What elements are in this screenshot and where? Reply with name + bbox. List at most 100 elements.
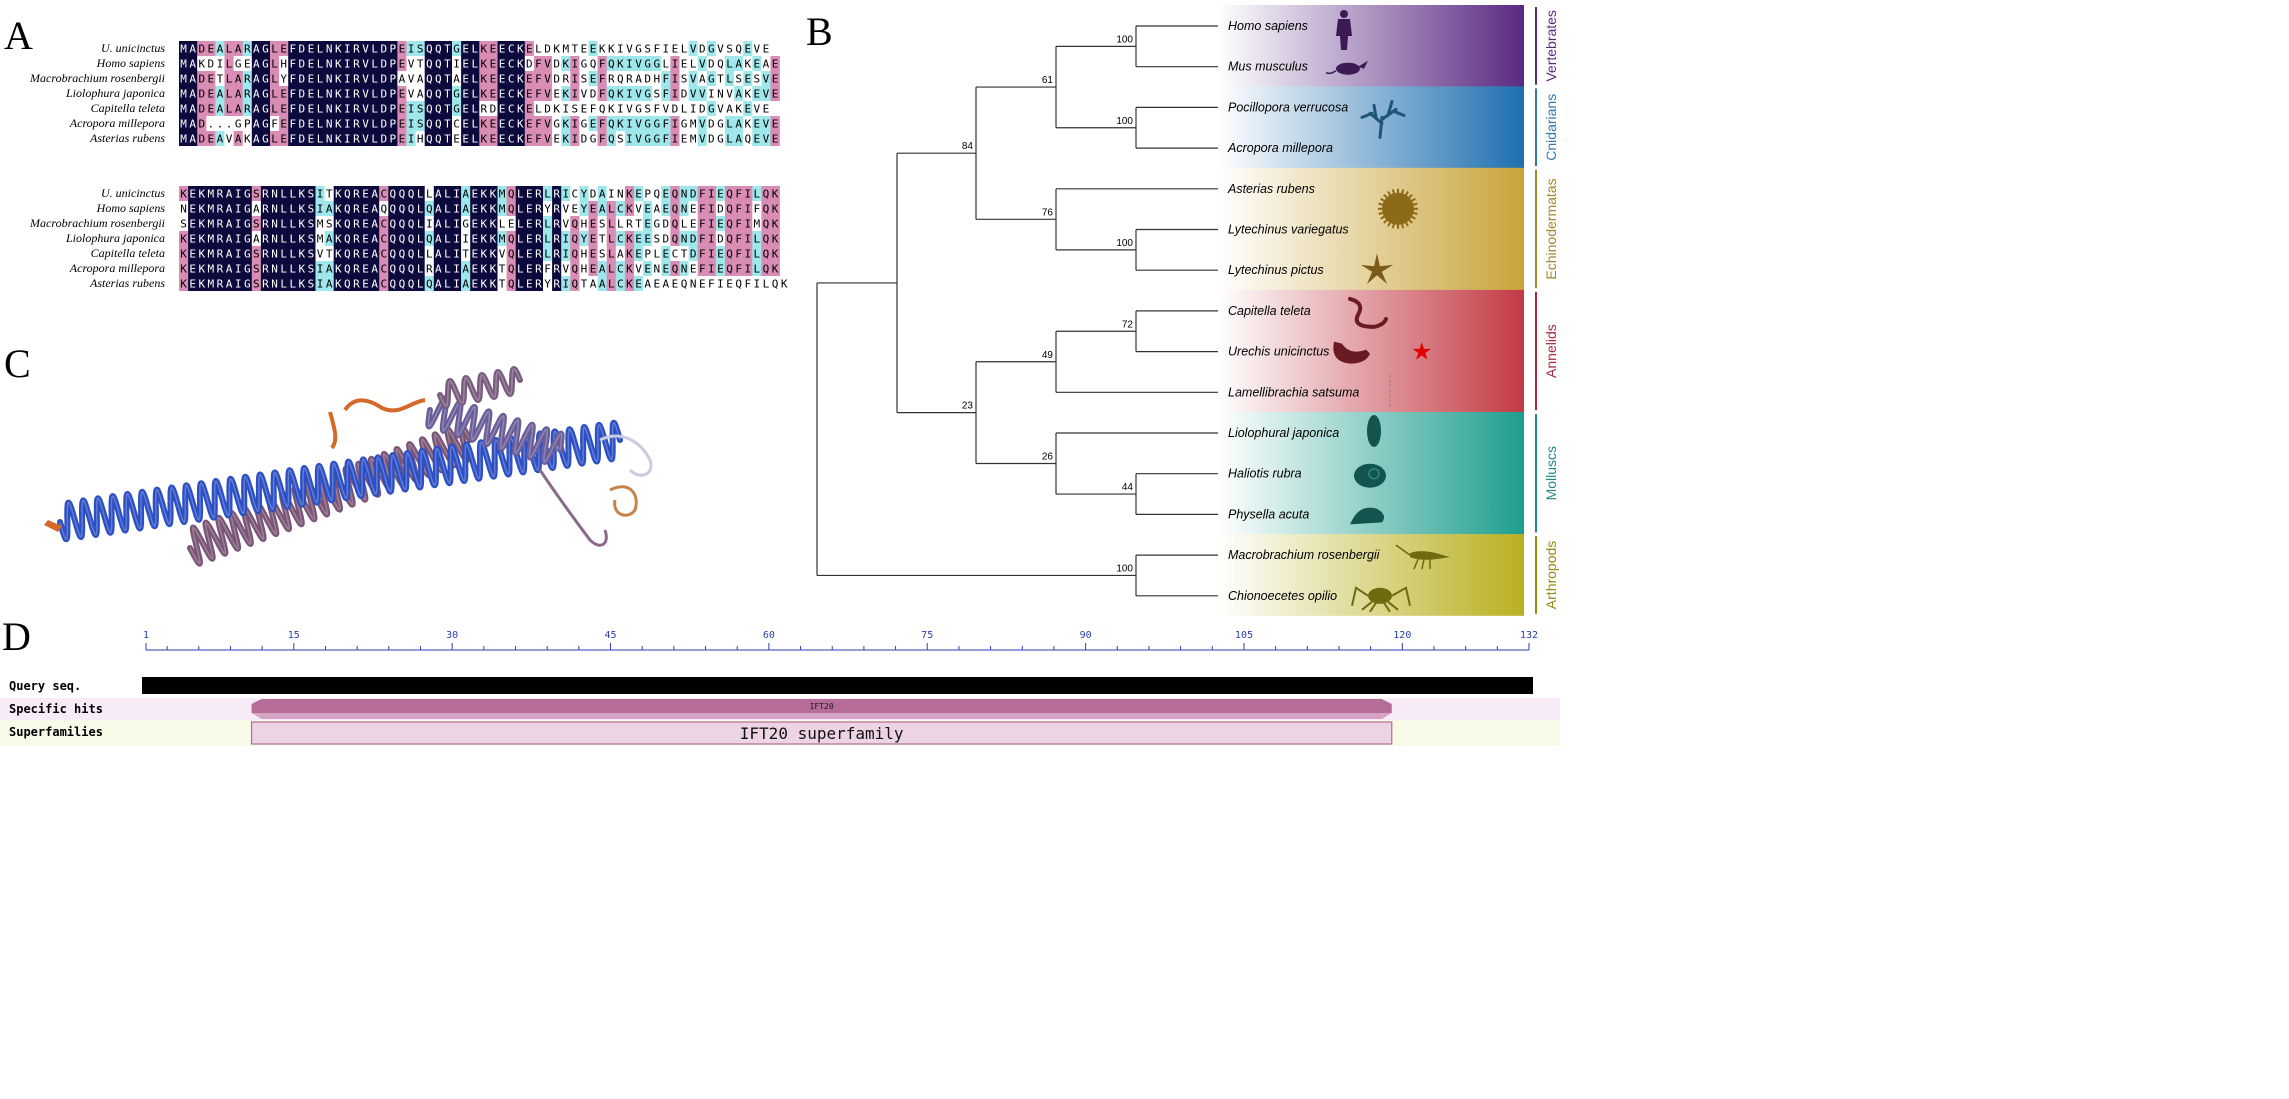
residue-letter: E	[490, 73, 497, 86]
taxon-label: Pocillopora verrucosa	[1228, 100, 1348, 114]
residue-cell	[479, 131, 489, 146]
residue-letter: I	[344, 118, 351, 131]
residue-cell	[524, 261, 535, 276]
residue-cell	[342, 231, 353, 246]
residue-letter: C	[672, 248, 679, 261]
residue-cell	[488, 116, 498, 131]
residue-cell	[424, 186, 435, 201]
residue-cell	[688, 56, 698, 71]
residue-cell	[634, 246, 644, 261]
residue-letter: E	[490, 133, 497, 146]
residue-cell	[397, 186, 407, 201]
residue-letter: Q	[572, 218, 579, 231]
residue-cell	[197, 276, 207, 291]
residue-letter: M	[180, 73, 187, 86]
residue-cell	[543, 186, 553, 201]
residue-letter: H	[280, 58, 287, 71]
bootstrap-value: 26	[1042, 452, 1054, 463]
residue-cell	[661, 276, 671, 291]
residue-cell	[388, 116, 398, 131]
residue-letter: R	[553, 248, 560, 261]
residue-letter: Q	[617, 73, 624, 86]
residue-cell	[552, 186, 562, 201]
residue-cell	[588, 216, 598, 231]
residue-letter: C	[572, 188, 579, 201]
residue-cell	[543, 201, 553, 216]
residue-cell	[279, 231, 289, 246]
residue-letter: V	[544, 58, 551, 71]
residue-cell	[452, 101, 462, 116]
residue-cell	[379, 41, 389, 56]
residue-letter: E	[526, 203, 533, 216]
residue-cell	[652, 41, 662, 56]
residue-letter: E	[635, 188, 642, 201]
residue-cell	[461, 71, 471, 86]
residue-cell	[397, 86, 407, 101]
residue-letter: I	[408, 133, 415, 146]
residue-letter: G	[244, 263, 251, 276]
residue-cell	[543, 276, 553, 291]
residue-cell	[761, 261, 771, 276]
residue-cell	[388, 231, 398, 246]
residue-cell	[297, 71, 307, 86]
residue-letter: F	[735, 233, 742, 246]
residue-letter: S	[417, 103, 424, 116]
panel-label-c: C	[4, 341, 31, 386]
residue-cell	[361, 71, 371, 86]
residue-cell	[424, 41, 435, 56]
residue-cell	[333, 216, 344, 231]
taxon-label: Homo sapiens	[1228, 19, 1308, 33]
residue-letter: Q	[608, 133, 615, 146]
residue-cell	[743, 276, 753, 291]
residue-letter: R	[562, 73, 569, 86]
residue-letter: K	[299, 263, 306, 276]
residue-letter: K	[781, 278, 788, 291]
residue-cell	[361, 276, 371, 291]
residue-letter: K	[335, 73, 342, 86]
residue-letter: Q	[572, 263, 579, 276]
residue-letter: K	[198, 248, 205, 261]
residue-cell	[188, 71, 198, 86]
residue-cell	[588, 186, 598, 201]
specific-hit-domain[interactable]	[251, 699, 1392, 713]
residue-cell	[233, 41, 243, 56]
residue-letter: F	[699, 263, 706, 276]
residue-cell	[715, 276, 726, 291]
residue-cell	[197, 231, 207, 246]
residue-cell	[479, 276, 489, 291]
residue-cell	[179, 186, 189, 201]
residue-letter: E	[553, 88, 560, 101]
residue-cell	[288, 101, 298, 116]
residue-letter: I	[344, 43, 351, 56]
residue-letter: F	[271, 118, 278, 131]
residue-letter: K	[772, 263, 779, 276]
residue-letter: L	[471, 133, 478, 146]
residue-cell	[315, 261, 325, 276]
bootstrap-value: 100	[1116, 563, 1133, 574]
residue-letter: K	[772, 188, 779, 201]
residue-cell	[661, 261, 671, 276]
residue-letter: C	[380, 278, 387, 291]
residue-cell	[233, 246, 243, 261]
residue-cell	[306, 131, 316, 146]
residue-letter: V	[690, 73, 697, 86]
residue-cell	[215, 261, 225, 276]
residue-letter: D	[198, 118, 205, 131]
residue-cell	[306, 56, 316, 71]
residue-cell	[497, 186, 507, 201]
residue-letter: K	[617, 118, 624, 131]
residue-letter: I	[562, 278, 569, 291]
residue-letter: E	[508, 218, 515, 231]
residue-cell	[561, 261, 571, 276]
residue-letter: I	[617, 43, 624, 56]
residue-cell	[488, 86, 498, 101]
residue-letter: E	[471, 248, 478, 261]
residue-letter: V	[635, 58, 642, 71]
residue-cell	[315, 131, 325, 146]
spoon-worm-silhouette-icon	[1333, 341, 1370, 364]
residue-letter: L	[371, 43, 378, 56]
residue-letter: E	[644, 203, 651, 216]
superfamily-domain[interactable]	[250, 721, 1393, 745]
residue-letter: F	[708, 278, 715, 291]
species-name: Capitella teleta	[91, 246, 165, 260]
